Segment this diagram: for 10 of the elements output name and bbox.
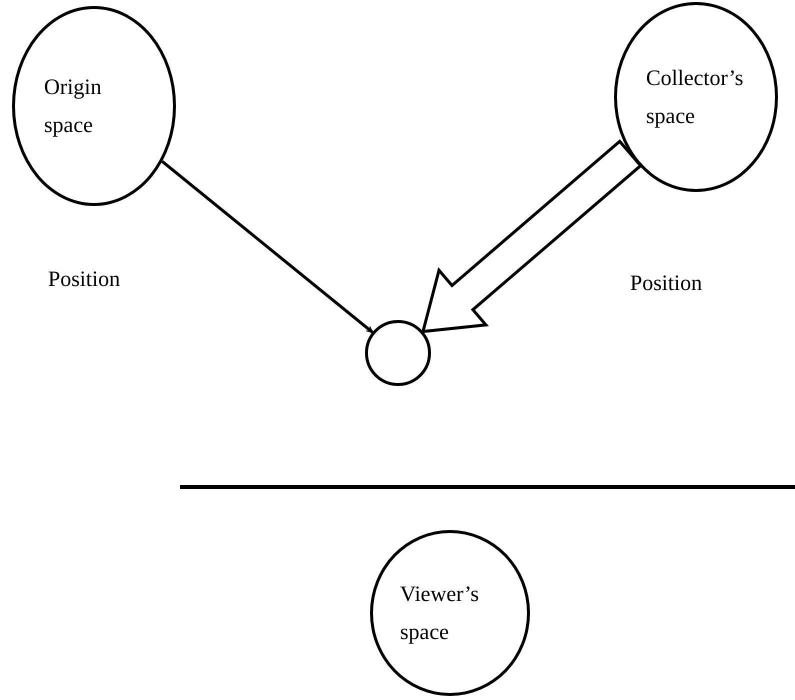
arrow [161,160,374,334]
ellipse-node [614,2,778,192]
position-label: Position [630,269,702,297]
node-label: Collector’s space [646,64,744,130]
node-label: Viewer’s space [400,580,480,646]
ellipse-node [12,6,176,206]
ellipse-node [370,530,530,696]
node-label: Origin space [44,72,102,139]
position-label: Position [48,265,120,293]
block-arrow [421,139,643,334]
